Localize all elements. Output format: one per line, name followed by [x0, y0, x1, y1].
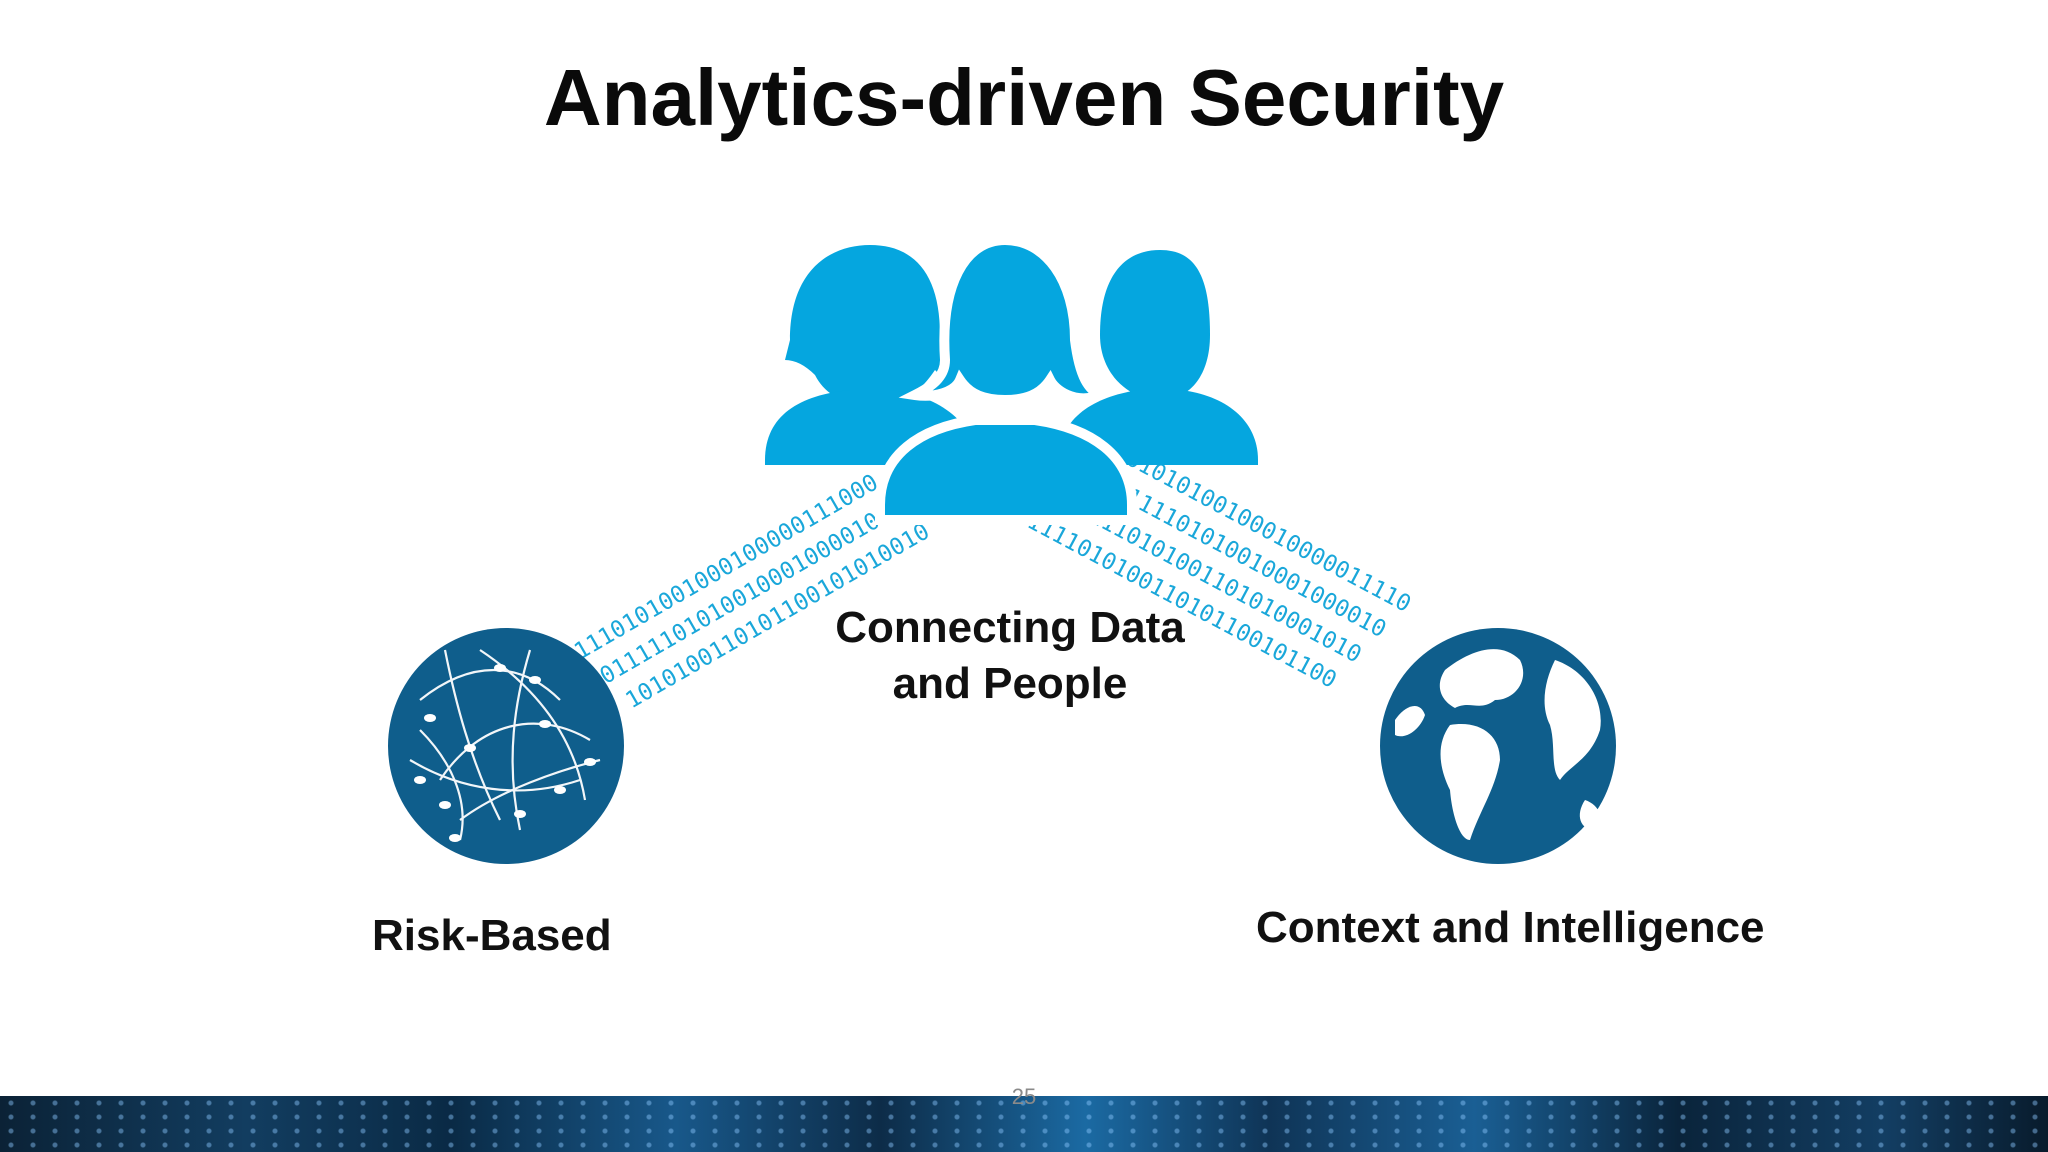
- people-group-icon: [765, 234, 1258, 525]
- right-node-label: Context and Intelligence: [1256, 903, 1765, 952]
- left-node-label: Risk-Based: [372, 911, 612, 960]
- center-node-label-line1: Connecting Data: [835, 603, 1185, 652]
- network-nodes: [414, 664, 596, 842]
- person-center-icon: [875, 234, 1137, 525]
- slide-title: Analytics-driven Security: [543, 53, 1505, 142]
- earth-globe-icon: [1380, 628, 1616, 864]
- footer-banner: [0, 1096, 2048, 1152]
- footer-texture: [0, 1096, 2048, 1152]
- center-node-label-line2: and People: [892, 659, 1128, 708]
- page-number: 25: [1011, 1084, 1037, 1109]
- network-globe-icon: [388, 628, 624, 864]
- center-node-label: Connecting Data and People: [790, 600, 1230, 712]
